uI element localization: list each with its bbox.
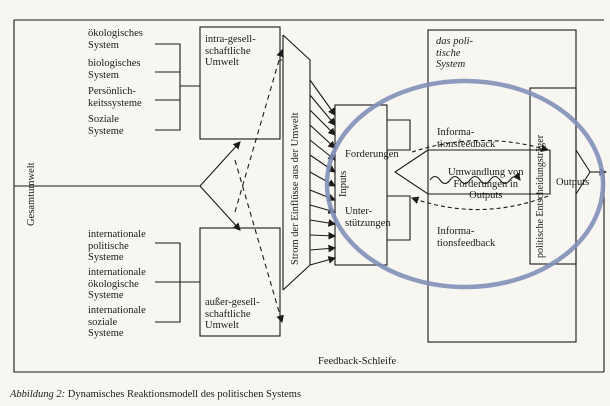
- label-intl-social: internationale soziale Systeme: [88, 305, 146, 340]
- label-conversion-text: Umwandlung von Forderungen in Outputs: [448, 167, 524, 202]
- figure-caption: Abbildung 2: Dynamisches Reaktionsmodell…: [10, 389, 301, 400]
- label-social-systems: Soziale Systeme: [88, 114, 124, 137]
- label-intl-political-text: internationale politische Systeme: [88, 229, 146, 264]
- dashed-diagonal-down: [234, 159, 284, 324]
- conversion-arrow: [429, 172, 521, 185]
- outer-frame-left: [13, 20, 604, 373]
- caption-text: Dynamisches Reaktionsmodell des politisc…: [67, 389, 302, 400]
- label-decision-makers: politische Entscheidungsträger: [535, 134, 546, 258]
- label-extra-env: außer-gesell- schaftliche Umwelt: [205, 297, 260, 332]
- highlight-ellipse: [324, 78, 606, 290]
- label-feedback-loop: Feedback-Schleife: [318, 356, 397, 367]
- label-info-feedback-bottom: Informa- tionsfeedback: [437, 226, 495, 249]
- label-info-feedback-top-text: Informa- tionsfeedback: [437, 127, 496, 150]
- label-intra-env: intra-gesell- schaftliche Umwelt: [205, 34, 256, 69]
- bracket-top: [155, 43, 200, 131]
- label-bio-system: biologisches System: [88, 58, 141, 81]
- label-stream: Strom der Einflüsse aus der Umwelt: [290, 112, 301, 265]
- label-personality-systems: Persönlich- keitssysteme: [88, 86, 142, 109]
- label-personality-systems-text: Persönlich- keitssysteme: [88, 86, 142, 109]
- label-intl-political: internationale politische Systeme: [88, 229, 146, 264]
- label-bio-system-text: biologisches System: [88, 58, 141, 81]
- label-political-system: das poli- tische System: [436, 36, 473, 71]
- label-info-feedback-top: Informa- tionsfeedback: [437, 127, 495, 150]
- label-conversion: Umwandlung von Forderungen in Outputs: [448, 167, 524, 202]
- label-eco-system-text: ökologisches System: [88, 28, 143, 51]
- info-feedback-top-arc: [411, 139, 550, 153]
- label-intl-social-text: internationale soziale Systeme: [88, 305, 146, 340]
- label-supports-text: Unter- stützungen: [345, 206, 391, 229]
- label-supports: Unter- stützungen: [345, 206, 391, 229]
- label-gesamtumwelt: Gesamtumwelt: [26, 162, 37, 226]
- label-demands: Forderungen: [345, 149, 399, 160]
- label-intl-ecological: internationale ökologische Systeme: [88, 267, 146, 302]
- label-info-feedback-bottom-text: Informa- tionsfeedback: [437, 226, 496, 249]
- label-intl-ecological-text: internationale ökologische Systeme: [88, 267, 146, 302]
- dashed-diagonal-up: [234, 48, 284, 213]
- intra-env-box: [199, 26, 281, 140]
- label-outputs: Outputs: [556, 177, 590, 188]
- stream-arrows: [309, 79, 337, 266]
- bracket-bottom: [155, 242, 200, 323]
- caption-prefix: Abbildung 2:: [10, 389, 66, 400]
- label-extra-env-text: außer-gesell- schaftliche Umwelt: [205, 297, 260, 332]
- label-intra-env-text: intra-gesell- schaftliche Umwelt: [205, 34, 256, 69]
- label-social-systems-text: Soziale Systeme: [88, 114, 124, 137]
- label-political-system-text: das poli- tische System: [436, 36, 474, 71]
- info-feedback-bottom-arc: [410, 195, 549, 211]
- label-inputs: Inputs: [338, 170, 349, 197]
- stream-block: [282, 34, 311, 291]
- label-eco-system: ökologisches System: [88, 28, 143, 51]
